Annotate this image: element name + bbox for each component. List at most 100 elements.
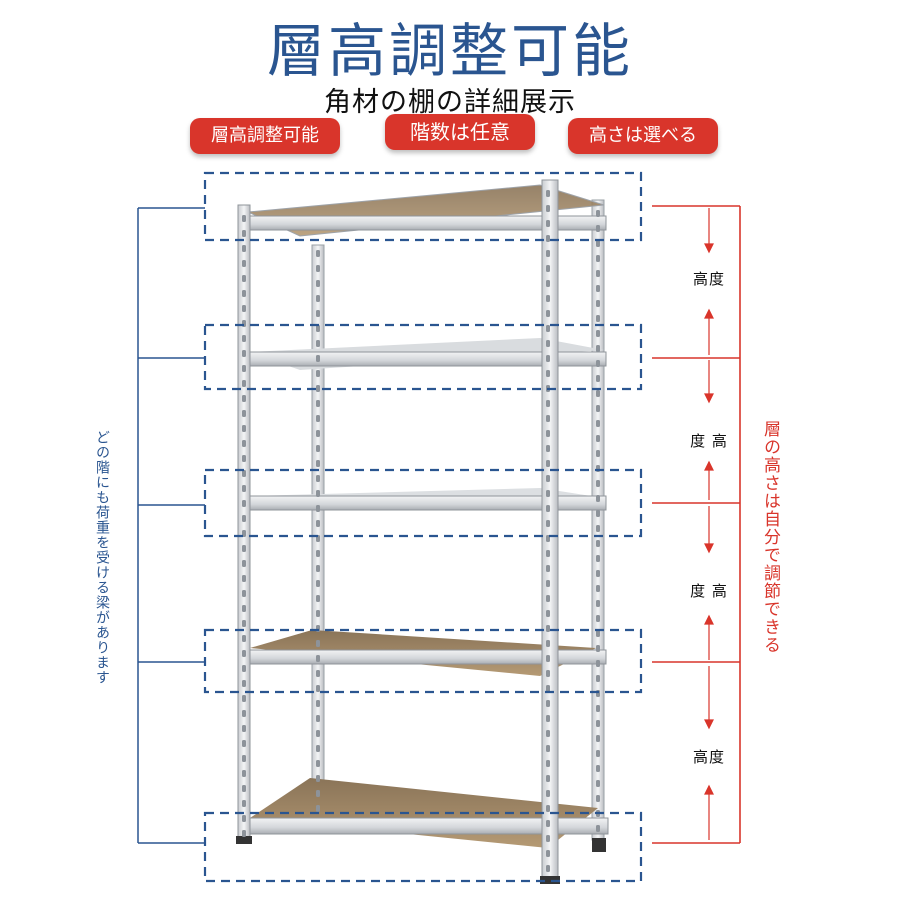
slot-hole [242, 620, 246, 627]
slot-hole [596, 420, 600, 427]
slot-hole [596, 450, 600, 457]
slot-hole [242, 215, 246, 222]
slot-hole [596, 225, 600, 232]
slot-hole [596, 240, 600, 247]
slot-hole [242, 785, 246, 792]
slot-hole [316, 370, 320, 377]
slot-hole [242, 230, 246, 237]
slot-hole [546, 580, 550, 587]
slot-hole [546, 820, 550, 827]
slot-hole [316, 355, 320, 362]
slot-hole [596, 285, 600, 292]
slot-hole [596, 405, 600, 412]
height-label-4: 高度 [692, 748, 725, 766]
slot-hole [546, 610, 550, 617]
slot-hole [596, 645, 600, 652]
slot-hole [596, 435, 600, 442]
slot-hole [316, 670, 320, 677]
slot-hole [316, 610, 320, 617]
beam-box-4 [203, 628, 643, 694]
slot-hole [316, 805, 320, 812]
slot-hole [242, 245, 246, 252]
slot-hole [596, 300, 600, 307]
beam-box-3 [203, 468, 643, 538]
slot-hole [242, 395, 246, 402]
slot-hole [316, 265, 320, 272]
slot-hole [546, 565, 550, 572]
slot-hole [242, 500, 246, 507]
rear-foot-right [592, 838, 606, 852]
front-post-left [236, 204, 252, 844]
feature-badge-adjustable: 層高調整可能 [190, 118, 340, 154]
slot-hole [546, 550, 550, 557]
slot-hole [316, 640, 320, 647]
beam-box-1 [203, 171, 643, 242]
slot-hole [242, 545, 246, 552]
slot-hole [546, 370, 550, 377]
slot-hole [546, 295, 550, 302]
rear-post-right [591, 199, 605, 841]
slot-hole [316, 685, 320, 692]
slot-hole [316, 505, 320, 512]
page-subtitle: 角材の棚の詳細展示 [324, 87, 576, 118]
slot-hole [596, 600, 600, 607]
slot-hole [242, 740, 246, 747]
slot-hole [316, 775, 320, 782]
slot-hole [242, 275, 246, 282]
slot-hole [596, 270, 600, 277]
slot-hole [546, 220, 550, 227]
slot-hole [316, 280, 320, 287]
slot-hole [546, 640, 550, 647]
page-title: 層高調整可能 [266, 17, 633, 85]
slot-hole [596, 345, 600, 352]
slot-hole [546, 715, 550, 722]
right-bracket [652, 205, 741, 844]
slot-hole [242, 710, 246, 717]
slot-hole [242, 380, 246, 387]
slot-hole [242, 290, 246, 297]
height-label-2: 度 高 [690, 432, 728, 450]
slot-hole [242, 590, 246, 597]
slot-hole [316, 400, 320, 407]
feature-badge-tiers: 階数は任意 [385, 114, 535, 150]
slot-hole [596, 615, 600, 622]
slot-hole [596, 315, 600, 322]
slot-hole [546, 250, 550, 257]
slot-hole [596, 750, 600, 757]
slot-hole [546, 400, 550, 407]
slot-hole [596, 735, 600, 742]
slot-hole [316, 340, 320, 347]
slot-hole [242, 650, 246, 657]
slot-hole [546, 355, 550, 362]
slot-hole [546, 415, 550, 422]
slot-hole [546, 865, 550, 872]
right-note-adjustable: 層の高さは自分で調節できる [760, 420, 780, 654]
slot-hole [546, 325, 550, 332]
slot-hole [316, 295, 320, 302]
slot-hole [546, 745, 550, 752]
slot-hole [596, 330, 600, 337]
slot-hole [596, 390, 600, 397]
slot-hole [242, 830, 246, 837]
slot-hole [242, 605, 246, 612]
slot-hole [546, 670, 550, 677]
slot-hole [546, 235, 550, 242]
slot-hole [596, 780, 600, 787]
slot-hole [316, 745, 320, 752]
slot-hole [546, 445, 550, 452]
slot-hole [546, 520, 550, 527]
slot-hole [316, 595, 320, 602]
slot-hole [546, 805, 550, 812]
slot-hole [242, 440, 246, 447]
slot-hole [546, 700, 550, 707]
slot-hole [596, 795, 600, 802]
slot-hole [316, 445, 320, 452]
slot-hole [242, 350, 246, 357]
slot-hole [546, 685, 550, 692]
beam-box-2 [203, 323, 643, 391]
slot-hole [316, 250, 320, 257]
slot-hole [316, 415, 320, 422]
slot-hole [242, 365, 246, 372]
slot-hole [546, 475, 550, 482]
slot-hole [546, 265, 550, 272]
